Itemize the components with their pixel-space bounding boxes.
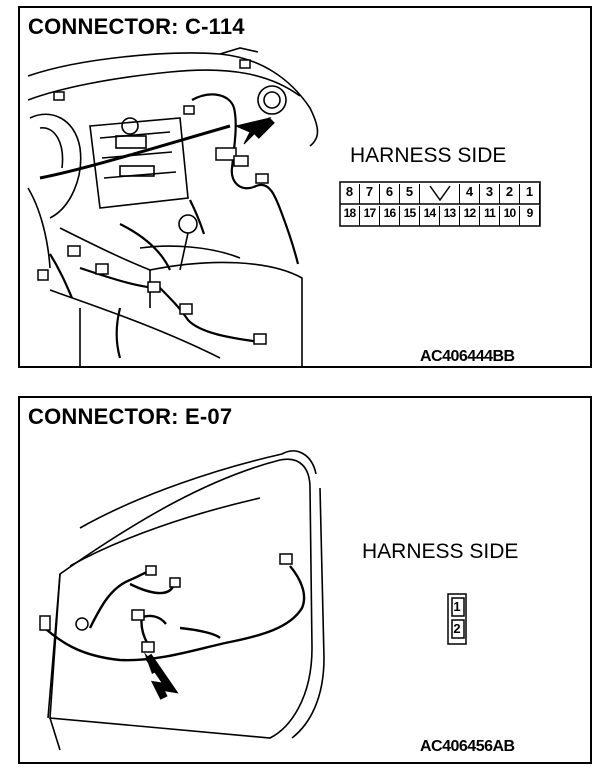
harness-side-label: HARNESS SIDE — [350, 144, 507, 167]
pin-label: 7 — [360, 184, 380, 204]
connector-c114-face — [339, 181, 541, 227]
connector-key-icon — [420, 184, 460, 204]
pin-label: 2 — [453, 621, 461, 636]
connector-e07-title: CONNECTOR: E-07 — [28, 404, 233, 429]
pin-label: 15 — [400, 206, 420, 226]
connector-e07-face — [447, 593, 467, 645]
dashboard-harness-illustration — [27, 47, 541, 366]
harness-side-label: HARNESS SIDE — [362, 540, 519, 563]
pin-label: 10 — [500, 206, 520, 226]
connector-c114-panel: CONNECTOR: C-114 — [18, 6, 592, 368]
pin-label: 4 — [460, 184, 480, 204]
pin-label: 14 — [420, 206, 440, 226]
pin-label: 17 — [360, 206, 380, 226]
connector-c114-title: CONNECTOR: C-114 — [28, 14, 245, 39]
pin-label: 16 — [380, 206, 400, 226]
pin-label: 1 — [453, 599, 461, 614]
connector-e07-panel: CONNECTOR: E-07 — [18, 396, 592, 764]
pin-label: 6 — [380, 184, 400, 204]
arrow-icon — [234, 117, 272, 145]
figure-code: AC406456AB — [420, 738, 515, 755]
pin-label: 5 — [400, 184, 420, 204]
pin-label: 18 — [340, 206, 360, 226]
pin-label: 3 — [480, 184, 500, 204]
pin-label: 12 — [460, 206, 480, 226]
pin-label: 13 — [440, 206, 460, 226]
door-harness-illustration — [39, 450, 467, 751]
pin-label: 11 — [480, 206, 500, 226]
pin-label: 1 — [520, 184, 540, 204]
arrow-icon — [144, 652, 160, 674]
figure-code: AC406444BB — [420, 348, 515, 365]
pin-label: 8 — [340, 184, 360, 204]
pin-label: 9 — [520, 206, 540, 226]
pin-label: 2 — [500, 184, 520, 204]
